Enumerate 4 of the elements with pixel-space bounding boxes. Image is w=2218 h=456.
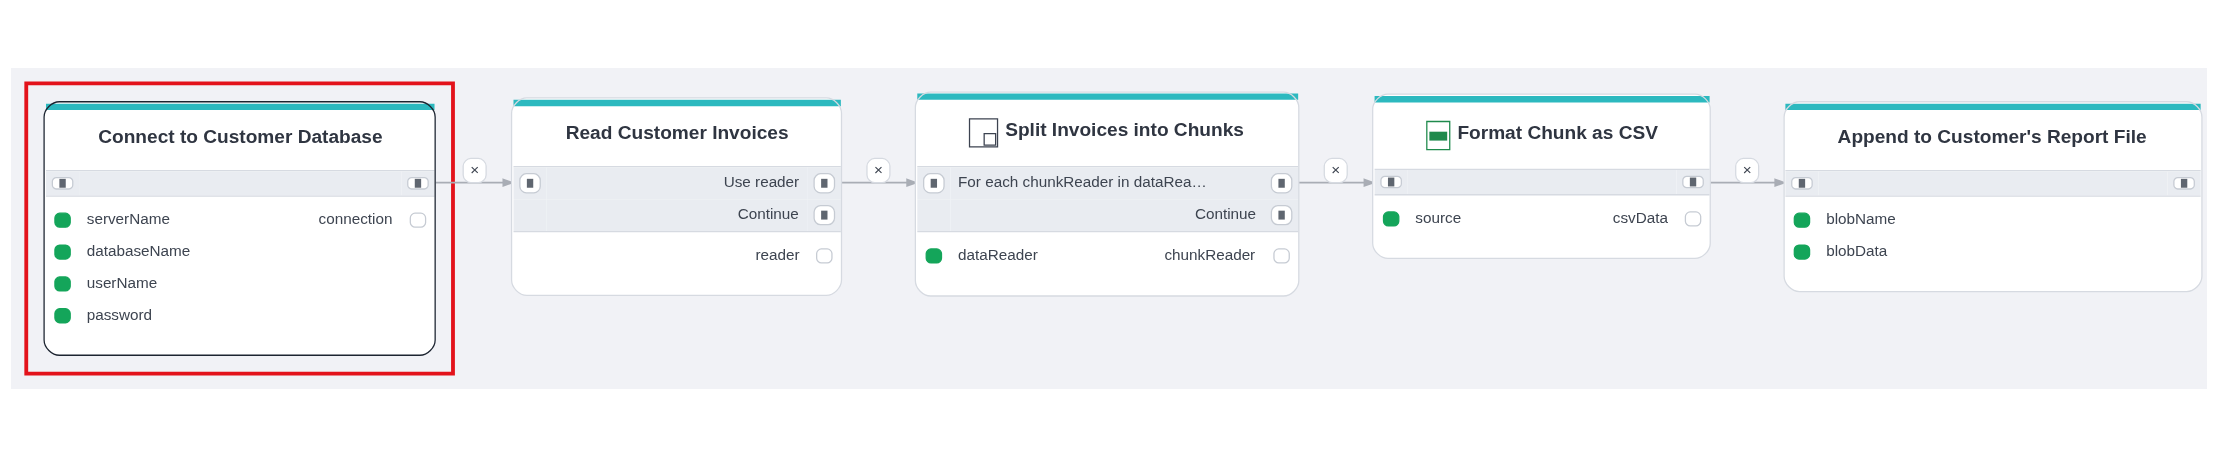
edge-label: × [1331,160,1341,178]
edge-label: × [470,160,480,178]
edge-label: × [1742,160,1752,178]
edge-label: × [873,160,883,178]
